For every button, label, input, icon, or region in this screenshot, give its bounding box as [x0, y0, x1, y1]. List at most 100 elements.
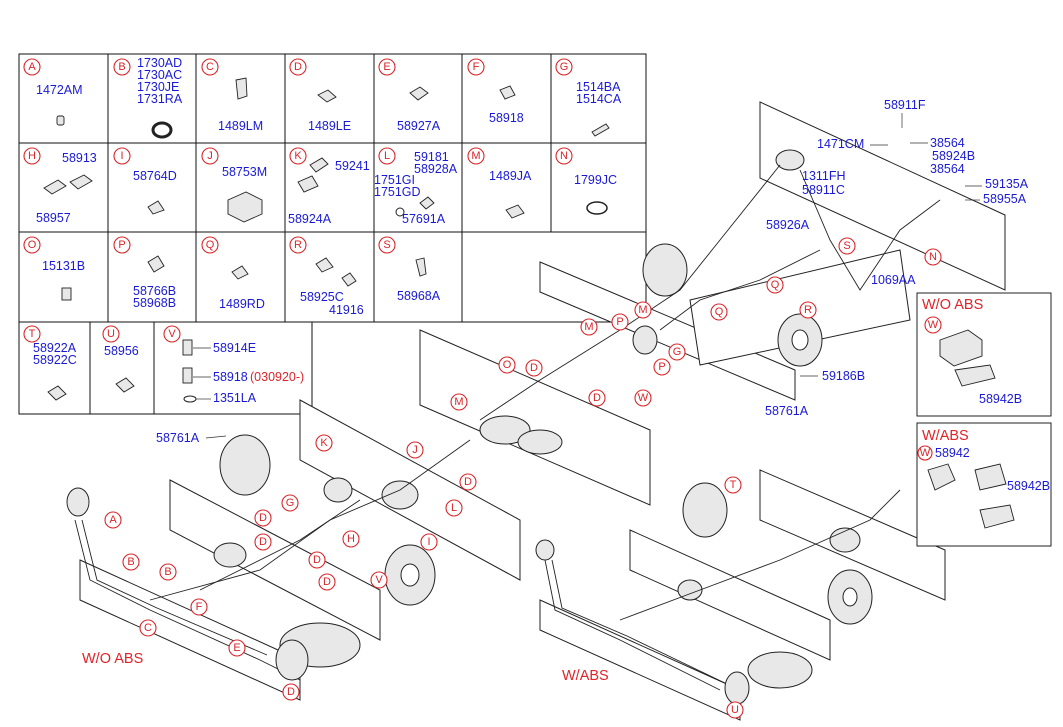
callout-letter: B [118, 61, 125, 73]
callout-letter: G [286, 497, 295, 509]
part-number: 58956 [104, 344, 139, 358]
callout-letter: U [107, 328, 115, 340]
callout-letter: V [375, 574, 383, 586]
part-number: 1489LM [218, 119, 263, 133]
part-number: 58942B [1007, 479, 1050, 493]
callout-letter: F [473, 61, 480, 73]
part-number: 59135A [985, 177, 1029, 191]
callout-letter: W [928, 319, 939, 331]
part-number: 41916 [329, 303, 364, 317]
cell-L: L 59181 58928A 1751GI 1751GD 57691A [374, 147, 458, 226]
part-number: 1489LE [308, 119, 351, 133]
callout-letter: E [383, 61, 390, 73]
part-number: 1799JC [574, 173, 617, 187]
caption-w-abs: W/ABS [562, 668, 609, 684]
part-number: 1730JE [137, 80, 179, 94]
callout-letter: J [207, 150, 213, 162]
part-number: 59181 [414, 150, 449, 164]
part-number: 58911F [884, 98, 926, 112]
part-number: 58968B [133, 296, 176, 310]
callout-circle [406, 441, 424, 459]
callout-letter: D [259, 536, 267, 548]
part-number: 1471CM [817, 137, 864, 151]
callout-circle [611, 313, 629, 331]
callout-circle [318, 573, 336, 591]
callout-circle [924, 248, 942, 266]
part-number: 58922A [33, 341, 77, 355]
cell-E: E 58927A [378, 58, 441, 133]
callout-circle [254, 509, 272, 527]
cell-R: R 58925C 41916 [289, 236, 364, 317]
box-title: W/ABS [922, 428, 969, 444]
part-number: 15131B [42, 259, 85, 273]
callout-circle [450, 393, 468, 411]
callout-letter: L [451, 502, 457, 514]
callout-letter: D [294, 61, 302, 73]
part-number: 58924A [288, 212, 332, 226]
callout-letter: C [144, 622, 152, 634]
callout-letter: M [638, 304, 647, 316]
part-number: 58761A [156, 431, 200, 445]
callout-circle [459, 473, 477, 491]
part-number: 1489JA [489, 169, 532, 183]
callout-letter: G [673, 346, 682, 358]
part-number: 58761A [765, 404, 809, 418]
callout-letter: L [384, 150, 390, 162]
cell-S: S 58968A [378, 236, 441, 303]
callout-circle [370, 571, 388, 589]
callout-letter: O [28, 239, 37, 251]
callout-circle [104, 511, 122, 529]
callout-letter: K [320, 437, 328, 449]
callout-letter: V [168, 328, 176, 340]
callout-circle [122, 553, 140, 571]
callout-letter: T [29, 328, 36, 340]
callout-letter: M [454, 396, 463, 408]
callout-circle [588, 389, 606, 407]
part-number: 58927A [397, 119, 441, 133]
callout-letter: P [118, 239, 125, 251]
callout-letter: D [313, 554, 321, 566]
front-chassis-w-abs-drawing [535, 469, 946, 721]
cell-A: A 1472AM [23, 58, 83, 126]
callout-circle [634, 389, 652, 407]
callout-circle [525, 359, 543, 377]
part-number: 1731RA [137, 92, 183, 106]
callout-letter: N [560, 150, 568, 162]
part-number: 1069AA [871, 273, 916, 287]
callout-letter: W [920, 447, 931, 459]
cell-G: G 1514BA 1514CA [555, 58, 622, 137]
callout-letter: Q [771, 279, 780, 291]
parts-grid [18, 53, 647, 415]
part-number: 1472AM [36, 83, 83, 97]
callout-circle [724, 476, 742, 494]
callout-circle [634, 301, 652, 319]
part-number: 38564 [930, 162, 965, 176]
callout-letter: D [259, 512, 267, 524]
cell-J: J 58753M [201, 147, 267, 223]
callout-circle [668, 343, 686, 361]
callout-letter: P [658, 361, 665, 373]
callout-circle [420, 533, 438, 551]
part-number: 1514CA [576, 92, 622, 106]
callout-circle [342, 530, 360, 548]
caption-wo-abs: W/O ABS [82, 651, 143, 667]
part-number: 58911C [802, 183, 845, 197]
box-title: W/O ABS [922, 297, 983, 313]
callout-letter: D [287, 686, 295, 698]
callout-circle [159, 563, 177, 581]
part-number: 1751GD [374, 185, 421, 199]
part-number: 58922C [33, 353, 77, 367]
part-number: 58925C [300, 290, 344, 304]
part-number: 58913 [62, 151, 97, 165]
cell-N: N 1799JC [555, 147, 617, 215]
callout-circle [653, 358, 671, 376]
part-number: 59186B [822, 369, 865, 383]
cell-P: P 58766B 58968B [113, 236, 176, 310]
date-suffix: (030920-) [250, 370, 304, 384]
cell-M: M 1489JA [467, 147, 532, 219]
callout-letter: D [464, 476, 472, 488]
part-number: 1351LA [213, 391, 257, 405]
cell-D: D 1489LE [289, 58, 351, 133]
part-number: 58942 [935, 446, 970, 460]
